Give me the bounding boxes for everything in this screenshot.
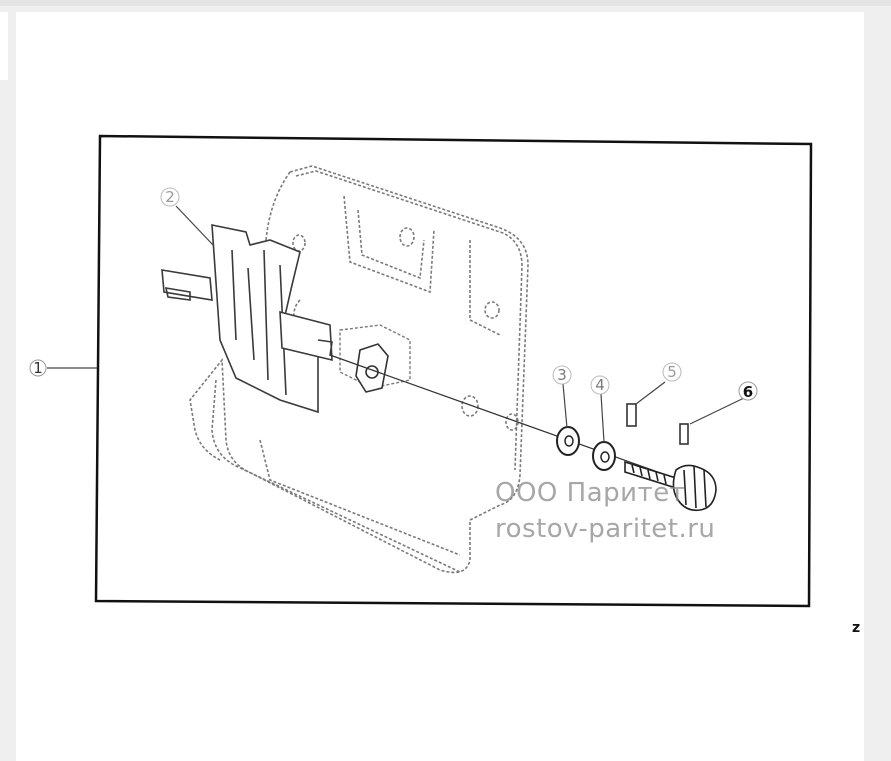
callout-2-label: 2	[165, 188, 175, 206]
callout-4: 4	[590, 375, 610, 395]
callout-6: 6	[738, 381, 758, 401]
part-4-washer	[592, 441, 616, 471]
housing-dashed-outline	[189, 165, 529, 574]
part-6-pin	[679, 423, 689, 445]
watermark-site: rostov-paritet.ru	[495, 514, 716, 544]
part-3-washer	[556, 426, 580, 456]
knob-screw	[624, 460, 717, 512]
side-tab	[0, 12, 8, 80]
callout-1: 1	[29, 359, 47, 377]
corner-mark: z	[852, 620, 861, 636]
top-strip	[0, 0, 891, 6]
diagram-frame	[94, 134, 813, 608]
callout-3-label: 3	[557, 366, 567, 384]
callout-leaders	[47, 205, 745, 443]
callout-markers: 1 2 3 4 5 6	[29, 187, 758, 401]
callout-5: 5	[662, 362, 682, 382]
callout-5-label: 5	[667, 363, 677, 381]
callout-4-label: 4	[595, 376, 605, 394]
callout-1-label: 1	[33, 359, 43, 377]
clamp-part	[355, 343, 389, 393]
callout-3: 3	[552, 365, 572, 385]
callout-6-label: 6	[743, 383, 753, 401]
part-2-bar	[161, 269, 333, 362]
watermark-company: ООО Паритет	[495, 478, 686, 508]
callout-2: 2	[160, 187, 180, 207]
part-5-pin	[626, 403, 637, 427]
clamp-block	[339, 324, 411, 389]
assembly-axis	[329, 354, 681, 481]
